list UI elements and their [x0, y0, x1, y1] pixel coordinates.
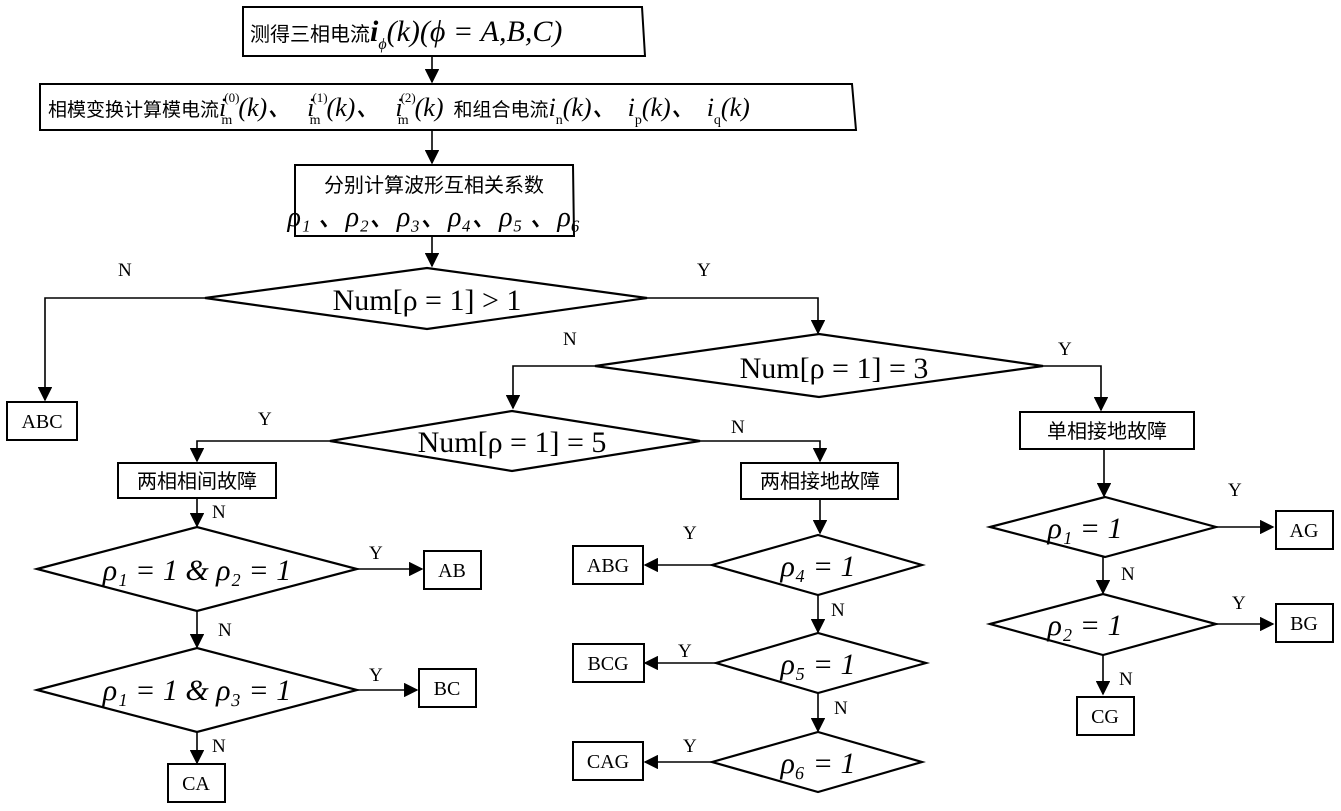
dA1-yes-label: Y [369, 543, 383, 564]
decision-rho1-and-rho2: ρ₁ = 1 & ρ₂ = 1 [32, 525, 362, 613]
dC1-text: ρ₁ = 1 [1046, 512, 1122, 545]
dB2-text: ρ₅ = 1 [779, 648, 855, 681]
svg-text:AB: AB [438, 560, 466, 582]
dB1-yes-label: Y [683, 523, 697, 544]
dec2-text: Num[ρ = 1] = 3 [740, 352, 929, 385]
arrow-dec2-no [505, 365, 595, 410]
svg-text:ABG: ABG [587, 555, 629, 577]
arrow-dec1-yes [647, 297, 826, 335]
result-AB: AB [423, 550, 482, 590]
dB3-text: ρ₆ = 1 [779, 747, 855, 780]
decision-num-gt-1: Num[ρ = 1] > 1 [204, 266, 648, 331]
single-phase-ground-fault-box: 单相接地故障 [1019, 411, 1195, 450]
svg-text:BCG: BCG [587, 653, 628, 675]
decision-num-eq-3: Num[ρ = 1] = 3 [594, 332, 1044, 399]
dC1-yes-label: Y [1228, 480, 1242, 501]
arrow-dec1-no [37, 297, 205, 402]
svg-text:测得三相电流iϕ(k)(ϕ = A,B,C): 测得三相电流iϕ(k)(ϕ = A,B,C) [250, 15, 562, 53]
correlation-cn-text: 分别计算波形互相关系数 [324, 173, 544, 197]
dA1-text: ρ₁ = 1 & ρ₂ = 1 [102, 554, 291, 587]
result-ABC: ABC [6, 401, 78, 441]
decision-rho2: ρ₂ = 1 [985, 592, 1221, 657]
dB2-no-label: N [834, 698, 848, 719]
dB1-no-label: N [831, 600, 845, 621]
decision-num-eq-5: Num[ρ = 1] = 5 [329, 409, 701, 473]
dA2-no-label: N [212, 736, 226, 757]
svg-text:相模变换计算模电流i(0)m(k)、 i(1)m: 相模变换计算模电流i(0)m(k)、 i(1)m(k)、 i(2)m(k) 和组… [48, 90, 750, 128]
dec1-text: Num[ρ = 1] > 1 [333, 284, 522, 317]
result-BG: BG [1275, 603, 1334, 643]
svg-text:CA: CA [182, 773, 210, 795]
svg-text:BG: BG [1290, 613, 1318, 635]
svg-text:CAG: CAG [587, 751, 629, 773]
result-AG: AG [1275, 510, 1334, 550]
svg-text:单相接地故障: 单相接地故障 [1047, 419, 1167, 443]
dec2-no-label: N [563, 329, 577, 350]
correlation-box: 分别计算波形互相关系数 ρ₁ 、ρ₂、ρ₃、ρ₄、ρ₅ 、ρ₆ [286, 164, 581, 237]
dec3-text: Num[ρ = 1] = 5 [418, 426, 607, 459]
decision-rho1-and-rho3: ρ₁ = 1 & ρ₃ = 1 [32, 646, 362, 734]
dec1-no-label: N [118, 260, 132, 281]
decision-rho1: ρ₁ = 1 [985, 495, 1221, 559]
dec2-yes-label: Y [1058, 339, 1072, 360]
dec3-yes-label: Y [258, 409, 272, 430]
two-phase-ground-fault-box: 两相接地故障 [740, 462, 899, 500]
svg-text:ABC: ABC [21, 411, 62, 433]
transform-cn1-text: 相模变换计算模电流 [48, 99, 219, 121]
svg-text:BC: BC [434, 678, 461, 700]
dB3-yes-label: Y [683, 736, 697, 757]
svg-text:两相接地故障: 两相接地故障 [760, 469, 880, 493]
dC1-no-label: N [1121, 564, 1135, 585]
decision-rho6: ρ₆ = 1 [707, 730, 926, 794]
dA1-in-label: N [212, 502, 226, 523]
result-ABG: ABG [572, 545, 644, 585]
dA1-no-label: N [218, 620, 232, 641]
dB1-text: ρ₄ = 1 [779, 550, 855, 583]
decision-rho5: ρ₅ = 1 [712, 631, 931, 695]
arrow-dec3-yes [189, 440, 330, 463]
correlation-rho-list: ρ₁ 、ρ₂、ρ₃、ρ₄、ρ₅ 、ρ₆ [286, 202, 580, 233]
result-BCG: BCG [572, 643, 645, 683]
phase-mode-transform-box: 相模变换计算模电流i(0)m(k)、 i(1)m(k)、 i(2)m(k) 和组… [39, 83, 858, 131]
svg-text:AG: AG [1290, 520, 1319, 542]
arrow-dec3-no [700, 440, 828, 463]
result-CG: CG [1076, 696, 1135, 736]
result-CA: CA [167, 763, 226, 803]
dC2-yes-label: Y [1232, 593, 1246, 614]
dC2-no-label: N [1119, 669, 1133, 690]
measure-currents-box: 测得三相电流iϕ(k)(ϕ = A,B,C) [242, 6, 647, 57]
result-CAG: CAG [572, 741, 644, 781]
dC2-text: ρ₂ = 1 [1046, 609, 1122, 642]
arrow-dec2-yes [1043, 365, 1109, 412]
dec3-no-label: N [731, 417, 745, 438]
dA2-yes-label: Y [369, 665, 383, 686]
dec1-yes-label: Y [697, 260, 711, 281]
svg-text:CG: CG [1091, 706, 1119, 728]
dB2-yes-label: Y [678, 641, 692, 662]
result-BC: BC [418, 668, 477, 708]
two-phase-fault-box: 两相相间故障 [117, 462, 277, 499]
svg-text:两相相间故障: 两相相间故障 [137, 469, 257, 493]
measure-cn-text: 测得三相电流 [250, 22, 370, 46]
dA2-text: ρ₁ = 1 & ρ₃ = 1 [102, 674, 291, 707]
decision-rho4: ρ₄ = 1 [707, 533, 926, 597]
